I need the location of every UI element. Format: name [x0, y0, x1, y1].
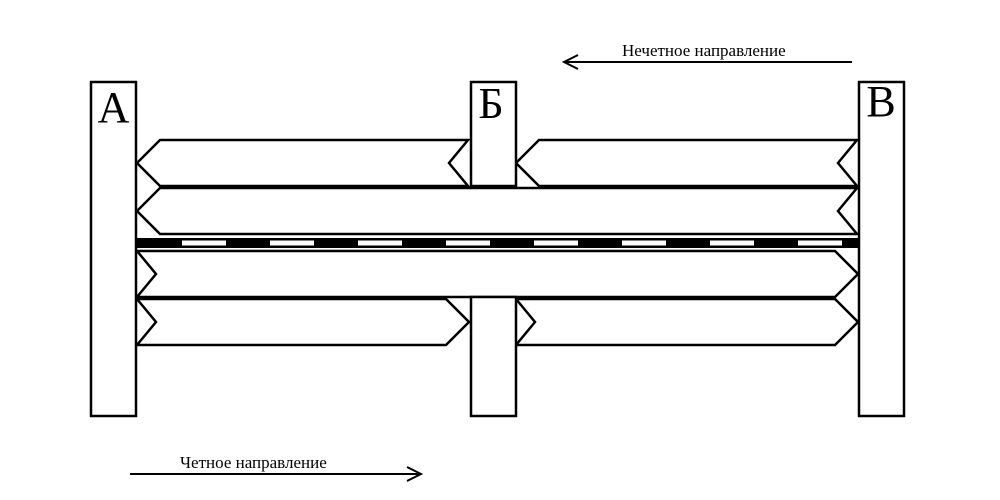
station-a-block: [89, 80, 138, 418]
track-3-full: [134, 249, 860, 299]
station-a-label: А: [98, 83, 130, 132]
even-direction-arrowhead: [406, 466, 424, 482]
track-1-left-segment: [135, 138, 471, 188]
tracks: [134, 138, 860, 347]
center-divider-gap: [534, 240, 578, 246]
center-divider-gap: [446, 240, 490, 246]
center-divider-gap: [270, 240, 314, 246]
center-divider: [137, 238, 858, 248]
odd-direction: Нечетное направление: [561, 41, 852, 70]
station-b-block-bottom: [469, 295, 518, 418]
station-v: В: [857, 77, 906, 418]
center-divider-gap: [358, 240, 402, 246]
center-divider-gap: [710, 240, 754, 246]
station-b: Б: [469, 79, 518, 418]
center-divider-gap: [798, 240, 842, 246]
center-divider-base: [137, 238, 858, 248]
even-direction: Четное направление: [130, 453, 424, 482]
even-direction-label: Четное направление: [180, 453, 327, 472]
station-v-block: [857, 80, 906, 418]
station-b-block-top: [469, 80, 518, 188]
station-b-label: Б: [478, 79, 503, 128]
center-divider-gap: [182, 240, 226, 246]
track-4-left-segment: [134, 297, 471, 347]
track-4-right-segment: [513, 297, 860, 347]
odd-direction-arrowhead: [561, 54, 579, 70]
station-v-label: В: [866, 77, 895, 126]
center-divider-gap: [622, 240, 666, 246]
station-a: А: [89, 80, 138, 418]
odd-direction-label: Нечетное направление: [622, 41, 786, 60]
track-2-full: [135, 186, 860, 236]
center-divider-gaps: [182, 240, 842, 246]
track-1-right-segment: [514, 138, 860, 188]
